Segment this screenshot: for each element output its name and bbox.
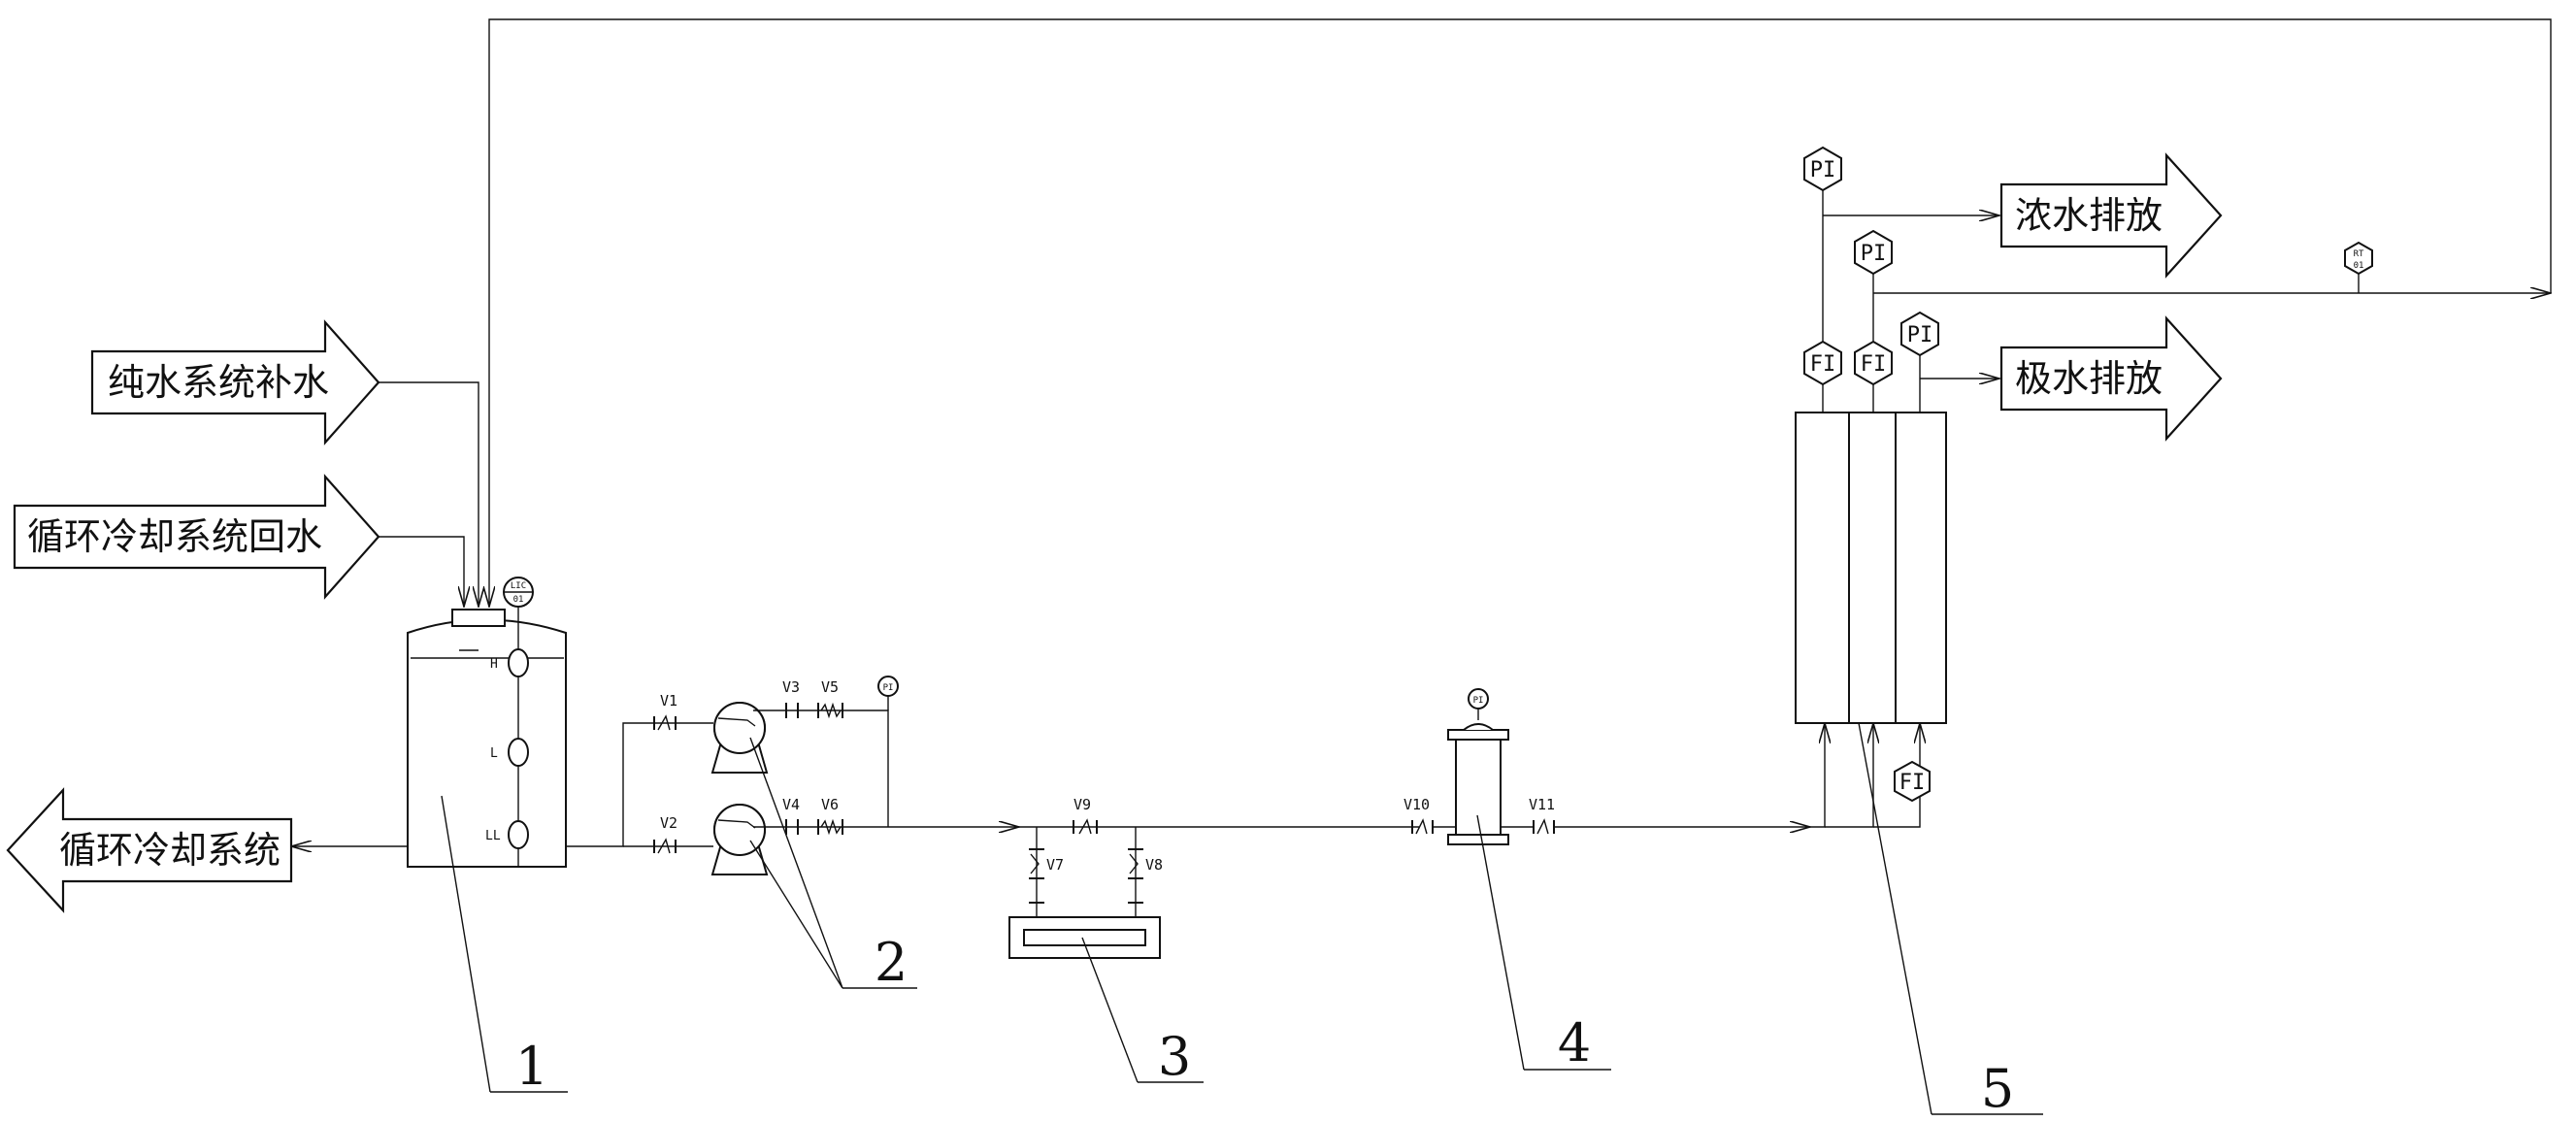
module-5	[1795, 412, 1947, 828]
valve-v10: V10	[1404, 796, 1434, 835]
lic-tag-bottom: 01	[513, 595, 524, 605]
pump-2	[710, 804, 769, 875]
valve-v10-label: V10	[1404, 796, 1430, 813]
pi-small-pump: PI	[883, 683, 894, 693]
water-tank: H L LL LIC 01	[407, 577, 567, 868]
rt-tag-top: RT	[2354, 249, 2364, 259]
pump-manifold: V1 V2	[566, 692, 713, 854]
callout-2: 2	[749, 737, 917, 993]
pump-discharge-lines: V3 V5 V4 V6 PI	[753, 676, 899, 836]
fi-dilute-label: FI	[1861, 352, 1887, 377]
filter-4: PI	[1433, 688, 1534, 845]
fi-bottom-label: FI	[1899, 771, 1926, 795]
valve-v4-label: V4	[782, 796, 800, 813]
lic-tag-top: LIC	[511, 581, 526, 591]
level-low-low-label: LL	[485, 829, 501, 843]
label-pure-water-makeup: 纯水系统补水	[108, 361, 329, 404]
filter-3	[1008, 916, 1161, 959]
module-outlets: FI FI PI PI RT 01 PI	[1803, 146, 2551, 412]
label-electrode-water-discharge: 极水排放	[2015, 357, 2163, 400]
arrow-concentrate-discharge: 浓水排放	[1999, 152, 2223, 279]
valve-v8-label: V8	[1145, 856, 1163, 874]
main-line: V9 V7 V8	[888, 796, 1419, 917]
fi-bottom: FI	[1894, 760, 1931, 803]
pi-small-filter: PI	[1473, 696, 1484, 706]
arrow-cooling-system: 循环冷却系统	[6, 787, 293, 913]
callout-3: 3	[1081, 937, 1204, 1087]
valve-v9-label: V9	[1073, 796, 1091, 813]
pi-concentrate-label: PI	[1810, 158, 1836, 182]
arrow-pure-water-makeup: 纯水系统补水	[90, 319, 380, 446]
tank-feed-lines	[379, 18, 2552, 607]
fi-concentrate-label: FI	[1810, 352, 1836, 377]
callout-1-label: 1	[515, 1036, 548, 1097]
valve-v5-label: V5	[821, 678, 839, 696]
rt-tag-bottom: 01	[2354, 261, 2364, 271]
valve-v11: V11	[1529, 796, 1810, 835]
level-high-label: H	[490, 657, 498, 672]
valve-v1-label: V1	[660, 692, 677, 710]
callout-4-label: 4	[1558, 1012, 1591, 1073]
label-cooling-return: 循环冷却系统回水	[27, 515, 322, 558]
valve-v2-label: V2	[660, 814, 677, 832]
valve-v11-label: V11	[1529, 796, 1555, 813]
label-concentrate-discharge: 浓水排放	[2015, 194, 2163, 237]
callout-1: 1	[441, 795, 568, 1097]
valve-v6-label: V6	[821, 796, 839, 813]
label-cooling-system: 循环冷却系统	[59, 829, 281, 872]
valve-v3-label: V3	[782, 678, 800, 696]
pi-dilute-label: PI	[1861, 242, 1887, 266]
arrow-electrode-water-discharge: 极水排放	[1999, 315, 2223, 442]
callout-3-label: 3	[1158, 1026, 1191, 1087]
arrow-cooling-return: 循环冷却系统回水	[13, 474, 380, 600]
level-low-label: L	[490, 746, 498, 761]
callout-5-label: 5	[1981, 1058, 2014, 1119]
callout-2-label: 2	[875, 932, 908, 993]
pump-1	[710, 702, 769, 774]
pi-electrode-label: PI	[1907, 323, 1933, 347]
valve-v7-label: V7	[1046, 856, 1064, 874]
callout-5: 5	[1858, 722, 2043, 1119]
callout-4: 4	[1476, 814, 1611, 1073]
